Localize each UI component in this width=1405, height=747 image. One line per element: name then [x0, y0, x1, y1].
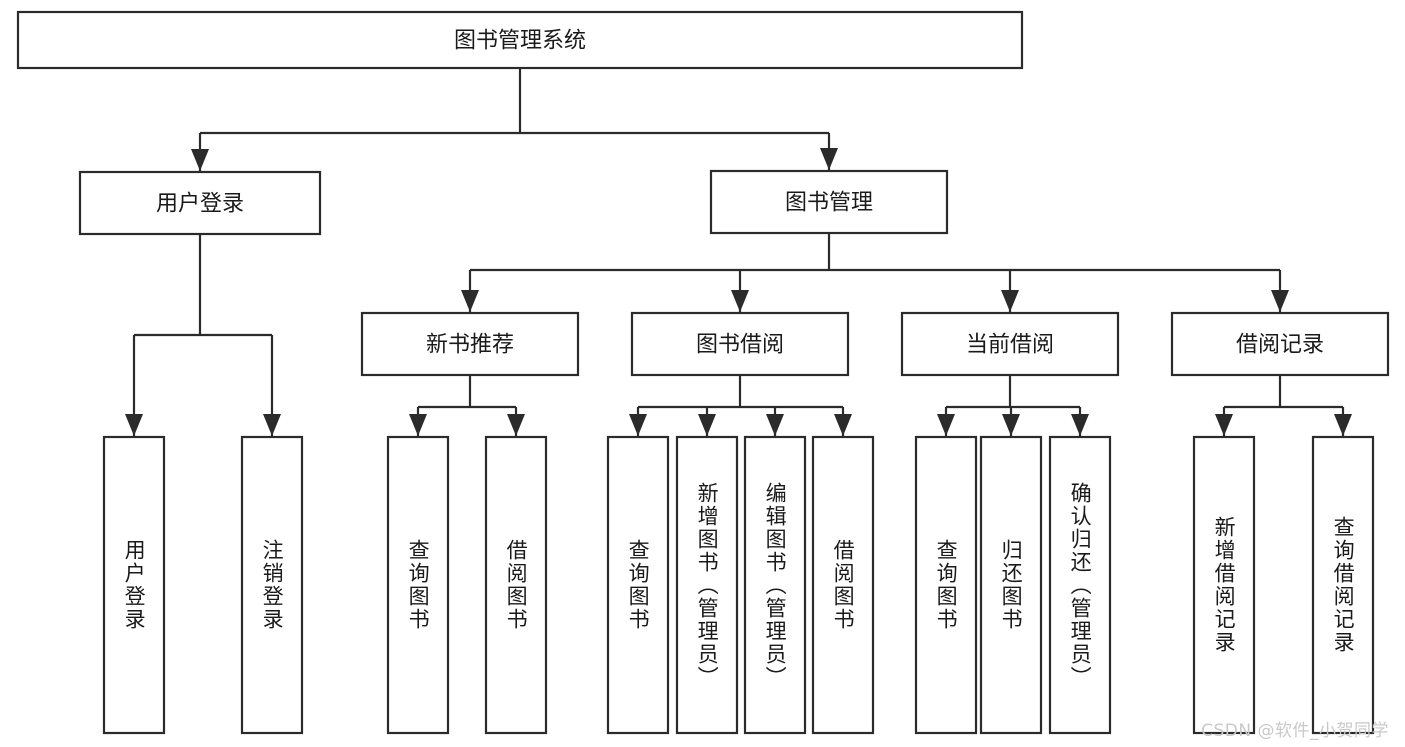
arrow-head-icon — [1334, 414, 1352, 436]
arrow-head-icon — [1271, 290, 1289, 312]
node-box-leaf-query-book-1[interactable] — [386, 435, 450, 735]
node-box-leaf-edit-book[interactable] — [743, 435, 807, 735]
node-box-borrow-record[interactable] — [1170, 311, 1390, 377]
node-box-leaf-add-record[interactable] — [1192, 435, 1256, 735]
node-box-leaf-return-book[interactable] — [979, 435, 1043, 735]
arrow-head-icon — [263, 414, 281, 436]
node-box-leaf-logout[interactable] — [240, 435, 304, 735]
node-label: 当前借阅 — [966, 333, 1054, 358]
node-box-leaf-query-record[interactable] — [1311, 435, 1375, 735]
arrow-head-icon — [820, 148, 838, 170]
node-label: 借阅记录 — [1236, 333, 1324, 358]
arrow-head-icon — [698, 414, 716, 436]
node-box-new-book-recommend[interactable] — [360, 311, 580, 377]
node-box-root[interactable] — [16, 10, 1024, 70]
connector-layer — [125, 68, 1352, 436]
node-box-leaf-query-book-3[interactable] — [914, 435, 978, 735]
node-box-leaf-user-login[interactable] — [102, 435, 166, 735]
arrow-head-icon — [507, 414, 525, 436]
arrow-head-icon — [766, 414, 784, 436]
node-label: 图书管理系统 — [454, 29, 586, 54]
node-label: 新书推荐 — [426, 333, 514, 358]
arrow-head-icon — [937, 414, 955, 436]
arrow-head-icon — [191, 149, 209, 171]
node-box-book-borrow[interactable] — [630, 311, 850, 377]
arrow-head-icon — [409, 414, 427, 436]
watermark-text: CSDN @软件_小贺同学 — [1201, 721, 1389, 741]
node-box-current-borrow[interactable] — [900, 311, 1120, 377]
node-box-layer — [16, 10, 1390, 735]
node-box-leaf-borrow-book-2[interactable] — [811, 435, 875, 735]
node-label: 用户登录 — [156, 192, 244, 217]
arrow-head-icon — [1215, 414, 1233, 436]
arrow-head-icon — [1071, 414, 1089, 436]
arrow-head-icon — [1002, 414, 1020, 436]
node-box-leaf-add-book[interactable] — [675, 435, 739, 735]
node-box-book-manage[interactable] — [709, 169, 949, 235]
node-box-leaf-confirm-return[interactable] — [1048, 435, 1112, 735]
arrow-head-icon — [125, 414, 143, 436]
arrow-head-icon — [461, 290, 479, 312]
node-box-user-login[interactable] — [78, 170, 322, 236]
node-box-leaf-borrow-book-1[interactable] — [484, 435, 548, 735]
node-label: 图书借阅 — [696, 333, 784, 358]
node-label: 图书管理 — [785, 191, 873, 216]
arrow-head-icon — [834, 414, 852, 436]
arrow-head-icon — [1001, 290, 1019, 312]
arrow-head-icon — [731, 290, 749, 312]
node-box-leaf-query-book-2[interactable] — [606, 435, 670, 735]
arrow-head-icon — [629, 414, 647, 436]
